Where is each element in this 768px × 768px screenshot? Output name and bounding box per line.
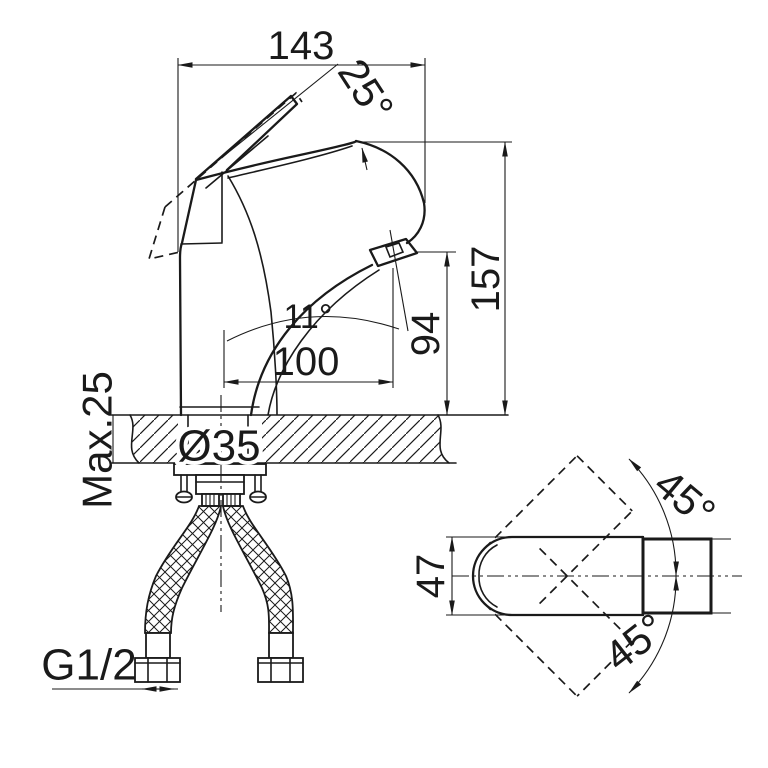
spout-top-edge bbox=[194, 139, 358, 182]
dim-handle-angle: 25° bbox=[329, 51, 403, 130]
deck-hatch-left bbox=[130, 415, 178, 463]
mounting-nut bbox=[195, 474, 245, 495]
handle-raised-dashed bbox=[147, 91, 303, 261]
hose-collar-left bbox=[145, 632, 171, 659]
dim-spout-height: 94 bbox=[404, 312, 448, 357]
handle-inner-edge bbox=[205, 135, 269, 189]
handle-rotated-up bbox=[483, 455, 633, 605]
handle-raised-base bbox=[147, 206, 181, 261]
arrow-hole-left bbox=[189, 449, 204, 462]
deck-break-right bbox=[437, 414, 450, 464]
deck-break-left bbox=[129, 414, 140, 464]
aerator-detail bbox=[384, 242, 405, 259]
dim-thread: G1/2 bbox=[41, 641, 136, 690]
arc-11deg bbox=[226, 315, 400, 342]
handle-base-bottom bbox=[180, 242, 223, 245]
handle-rotated-up-outline bbox=[483, 455, 633, 605]
leader-25deg bbox=[198, 63, 339, 177]
handle-raised-top bbox=[164, 91, 303, 208]
dim-deck-thickness: Max.25 bbox=[74, 371, 121, 509]
arrow-hole-right bbox=[232, 449, 247, 462]
handle-rotated-down bbox=[483, 547, 633, 697]
aerator-axis bbox=[389, 229, 409, 332]
handle-cap-inner bbox=[478, 544, 498, 608]
dim-aerator-angle: 11° bbox=[284, 298, 333, 336]
fitting-facets-left bbox=[134, 657, 181, 683]
spout-top-pointer bbox=[361, 147, 368, 171]
handle-rotated-down-outline bbox=[483, 547, 633, 697]
hose-collar-right bbox=[268, 632, 294, 659]
fitting-facets-right bbox=[257, 657, 304, 683]
aerator bbox=[368, 237, 419, 268]
dim-swing-upper: 45° bbox=[646, 460, 725, 537]
handle-swing-arc bbox=[628, 458, 679, 694]
spout-top-inner bbox=[227, 145, 353, 179]
spout-underside-outer bbox=[249, 263, 374, 417]
deck-hatch-right bbox=[262, 415, 449, 463]
hose-fitting-right bbox=[257, 657, 304, 683]
dim-total-width: 143 bbox=[268, 24, 335, 68]
arc-45-lower bbox=[628, 575, 679, 694]
arc-45-upper bbox=[628, 458, 679, 577]
dim-spout-reach: 100 bbox=[273, 340, 340, 384]
hose-left bbox=[144, 505, 223, 634]
spout-right-face bbox=[354, 139, 426, 245]
supply-hoses bbox=[134, 505, 304, 683]
mounting-hardware bbox=[173, 463, 267, 507]
hose-right bbox=[221, 505, 294, 634]
spout-underside-inner bbox=[267, 269, 380, 416]
hose-fitting-left bbox=[134, 657, 181, 683]
faucet-body bbox=[178, 139, 426, 465]
nipple-threads bbox=[205, 494, 236, 506]
dim-total-height: 157 bbox=[464, 246, 508, 313]
countertop-section bbox=[111, 414, 509, 464]
body-left-edge bbox=[178, 178, 198, 417]
top-view-dimensions: 47 45° 45° bbox=[409, 460, 724, 680]
dim-hole-diameter: Ø35 bbox=[177, 422, 260, 471]
dim-handle-width: 47 bbox=[409, 554, 453, 599]
neck-curve bbox=[227, 175, 278, 415]
top-view: 47 45° 45° bbox=[409, 455, 742, 697]
